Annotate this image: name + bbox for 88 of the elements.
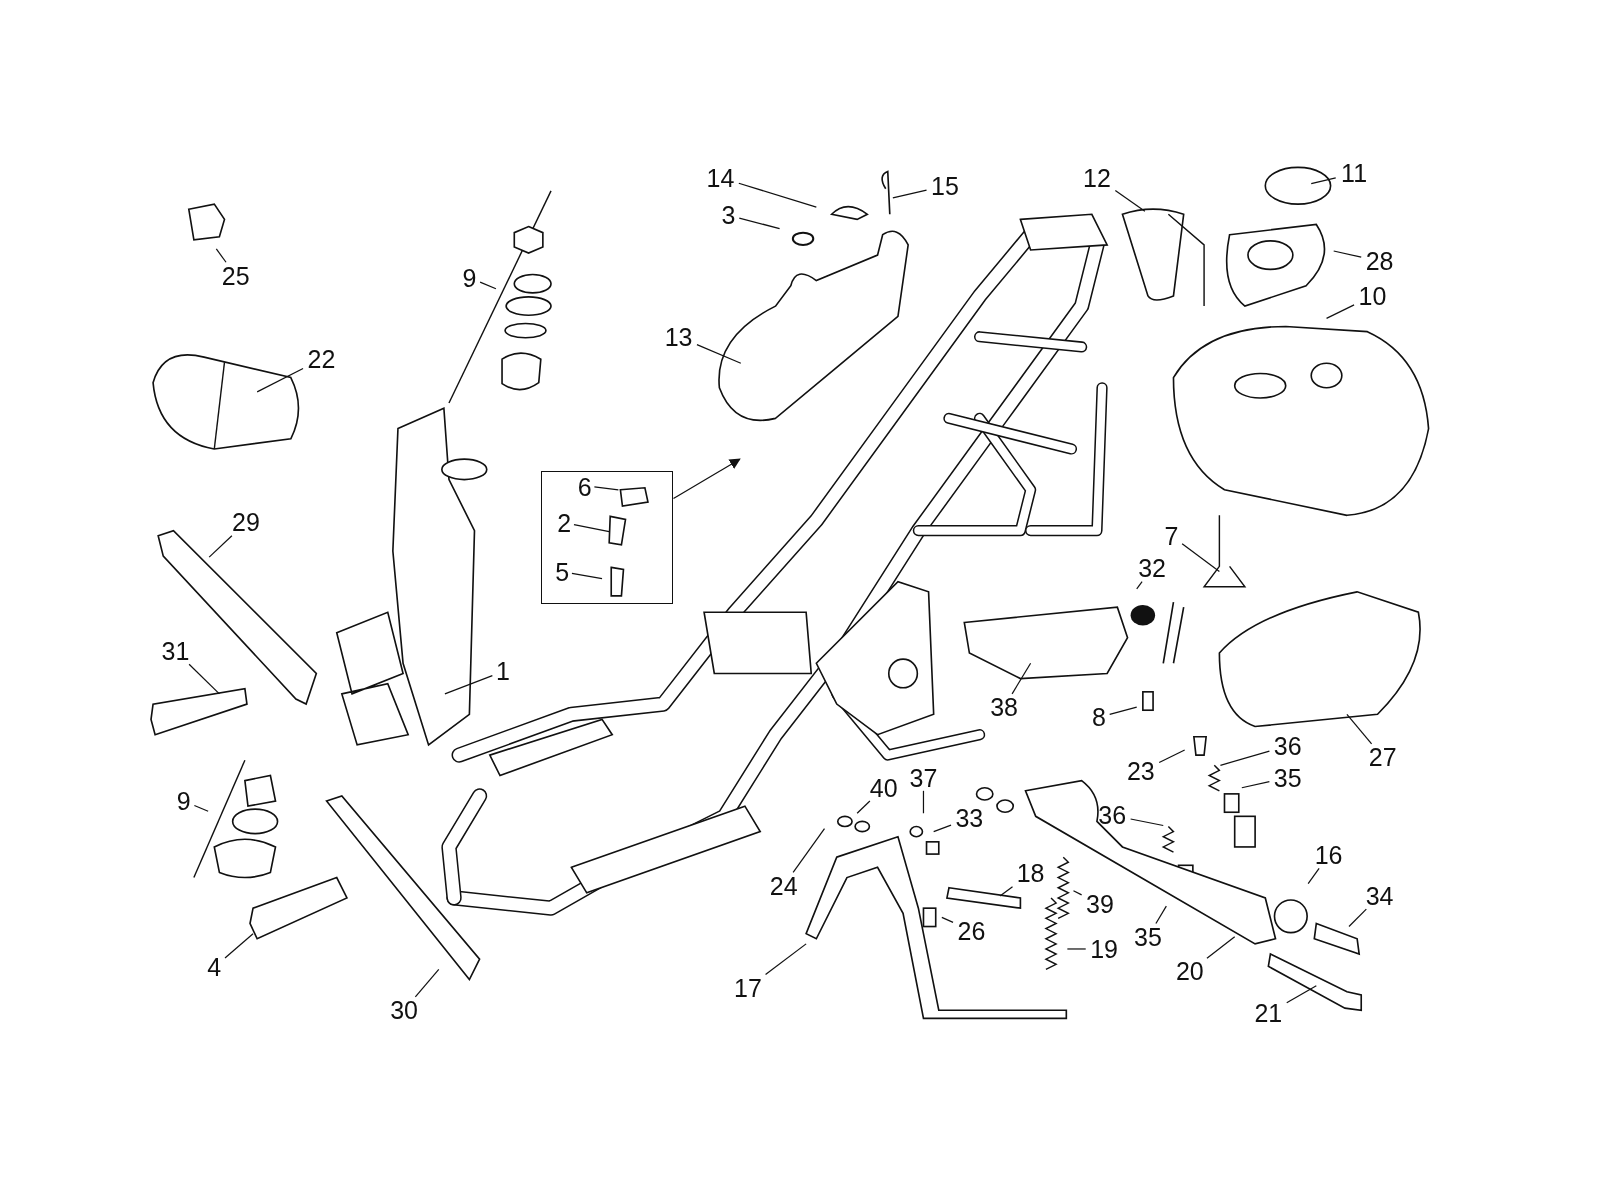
- leader-line: [188, 663, 220, 695]
- leader-line: [892, 189, 928, 199]
- callout-number: 37: [909, 765, 938, 791]
- callout-number: 7: [1164, 523, 1179, 549]
- leader-line: [792, 827, 826, 874]
- leader-line: [999, 886, 1014, 897]
- callout-number: 22: [307, 346, 336, 372]
- leader-line: [922, 790, 925, 814]
- leader-line: [573, 524, 610, 533]
- leader-line: [856, 800, 871, 814]
- callout-number: 32: [1138, 555, 1166, 581]
- callout-number: 36: [1098, 802, 1127, 828]
- leader-line: [933, 824, 952, 833]
- leader-line: [1219, 750, 1270, 766]
- callout-number: 26: [957, 918, 986, 944]
- arrow: [672, 458, 741, 500]
- leader-line: [1206, 936, 1236, 959]
- callout-number: 2: [557, 510, 572, 536]
- callout-number: 34: [1365, 883, 1394, 909]
- inset-frame: [540, 471, 674, 605]
- leader-line: [1136, 581, 1143, 590]
- callout-number: 23: [1126, 758, 1155, 784]
- leader-line: [941, 916, 954, 923]
- leader-line: [1155, 905, 1167, 925]
- leader-line: [193, 804, 209, 812]
- callout-number: 14: [706, 165, 735, 191]
- callout-number: 35: [1273, 765, 1302, 791]
- leader-line: [1286, 985, 1317, 1004]
- leader-line: [738, 182, 817, 208]
- leader-line: [1310, 177, 1337, 185]
- leader-line: [414, 968, 440, 998]
- callout-number: 25: [221, 263, 250, 288]
- callout-number: 30: [390, 997, 418, 1023]
- callout-number: 19: [1090, 936, 1118, 962]
- callout-number: 29: [232, 509, 260, 535]
- leader-line: [1072, 890, 1083, 896]
- leader-line: [1346, 713, 1373, 745]
- leader-line: [696, 343, 742, 364]
- leader-line: [1307, 867, 1320, 885]
- leader-line: [1348, 908, 1367, 928]
- callout-number: 9: [462, 265, 477, 291]
- callout-number: 12: [1083, 165, 1111, 191]
- leader-line: [593, 486, 619, 491]
- leader-line: [256, 367, 304, 393]
- callout-number: 17: [734, 975, 762, 1001]
- callout-number: 18: [1016, 860, 1045, 886]
- leader-line: [1114, 189, 1146, 212]
- leader-line: [1109, 706, 1138, 716]
- callout-number: 20: [1175, 958, 1204, 984]
- leader-line: [571, 572, 603, 580]
- callout-number: 36: [1273, 733, 1302, 759]
- callout-number: 8: [1092, 704, 1106, 730]
- leader-line: [208, 535, 233, 558]
- leader-line: [1066, 948, 1087, 950]
- leader-line: [738, 217, 781, 230]
- leader-line: [1158, 749, 1186, 764]
- leader-line: [479, 281, 497, 290]
- callout-number: 5: [555, 559, 570, 585]
- leader-line: [764, 943, 807, 976]
- callout-number: 15: [931, 173, 959, 199]
- leader-line: [1325, 304, 1355, 319]
- leader-line: [1130, 818, 1164, 827]
- callout-number: 3: [721, 202, 736, 228]
- callout-number: 24: [769, 873, 798, 899]
- callout-number: 10: [1358, 283, 1387, 309]
- callout-number: 39: [1086, 891, 1114, 917]
- leader-line: [1241, 781, 1270, 789]
- leader-line: [1181, 543, 1220, 573]
- callout-number: 16: [1314, 842, 1343, 868]
- callout-number: 38: [990, 694, 1018, 720]
- callout-number: 27: [1368, 744, 1397, 770]
- callout-number: 33: [955, 805, 984, 831]
- leader-line: [224, 933, 254, 959]
- callout-number: 28: [1365, 248, 1394, 274]
- callout-number: 11: [1341, 160, 1368, 186]
- callout-number: 9: [176, 788, 191, 814]
- callout-number: 35: [1134, 924, 1162, 950]
- callout-number: 1: [496, 658, 510, 684]
- leader-line: [444, 674, 493, 695]
- leader-line: [1011, 662, 1032, 695]
- callout-number: 6: [577, 474, 592, 500]
- callout-number: 40: [869, 775, 898, 801]
- callout-number: 4: [207, 954, 222, 980]
- callout-number: 13: [664, 324, 693, 350]
- callout-number: 31: [161, 638, 190, 664]
- leader-line: [215, 248, 227, 263]
- callout-number: 21: [1254, 1000, 1283, 1026]
- leader-line: [1333, 250, 1362, 258]
